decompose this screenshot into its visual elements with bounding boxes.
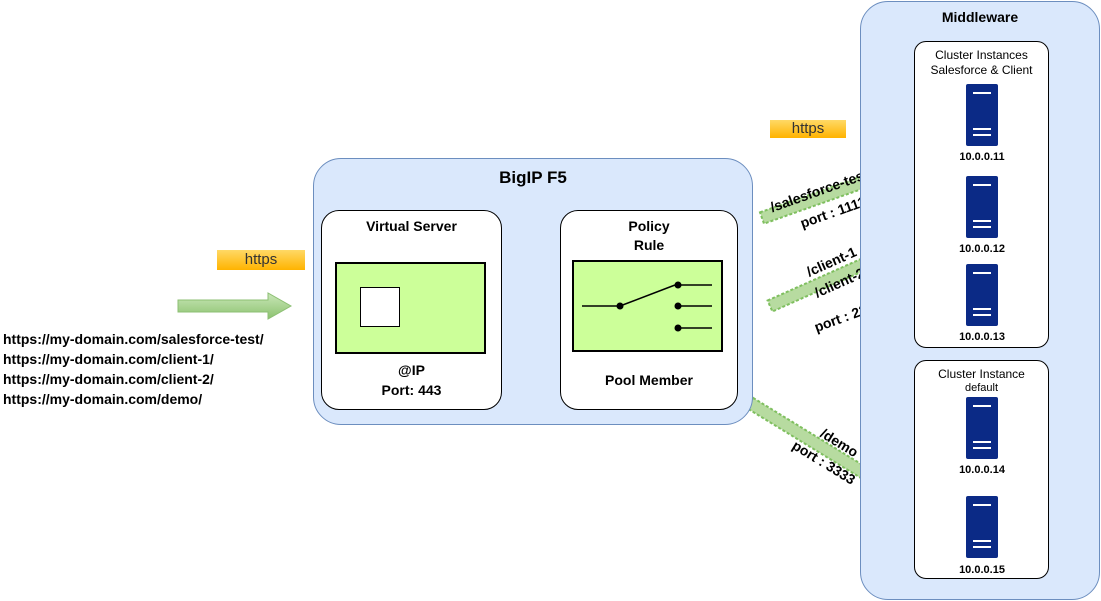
middleware-title: Middleware [941,9,1019,25]
cluster-sf-title-line1: Cluster Instances [935,48,1028,62]
server-icon [966,176,998,238]
policy-rule-title-line1: Policy [628,218,670,234]
client-url: https://my-domain.com/client-2/ [3,371,214,387]
client-url: https://my-domain.com/demo/ [3,391,203,407]
server-icon [966,264,998,326]
client-url: https://my-domain.com/salesforce-test/ [3,331,264,347]
https-tag-right: https [770,120,846,138]
cluster-default-title-line2: default [964,382,999,394]
server-ip: 10.0.0.14 [959,464,1005,476]
bigip-title: BigIP F5 [499,168,567,187]
https-tag-left: https [217,250,305,270]
virtual-server-title: Virtual Server [366,218,457,234]
server-ip: 10.0.0.11 [959,151,1005,163]
server-icon [966,397,998,459]
incoming-request-arrow [177,292,293,320]
virtual-server-port-label: Port: 443 [381,382,442,398]
cluster-sf-title-line2: Salesforce & Client [930,63,1033,77]
cluster-default-title-line1: Cluster Instance [938,367,1025,381]
server-icon [966,496,998,558]
client-url: https://my-domain.com/client-1/ [3,351,214,367]
switch-icon [582,281,712,332]
virtual-server-panel [335,262,486,354]
pool-member-label: Pool Member [605,372,693,388]
virtual-server-ip-label: @IP [398,362,425,378]
server-ip: 10.0.0.12 [959,243,1005,255]
virtual-server-port-icon [360,287,400,327]
server-ip: 10.0.0.13 [959,331,1005,343]
policy-rule-title-line2: Rule [633,237,665,253]
server-icon [966,84,998,146]
server-ip: 10.0.0.15 [959,564,1005,576]
